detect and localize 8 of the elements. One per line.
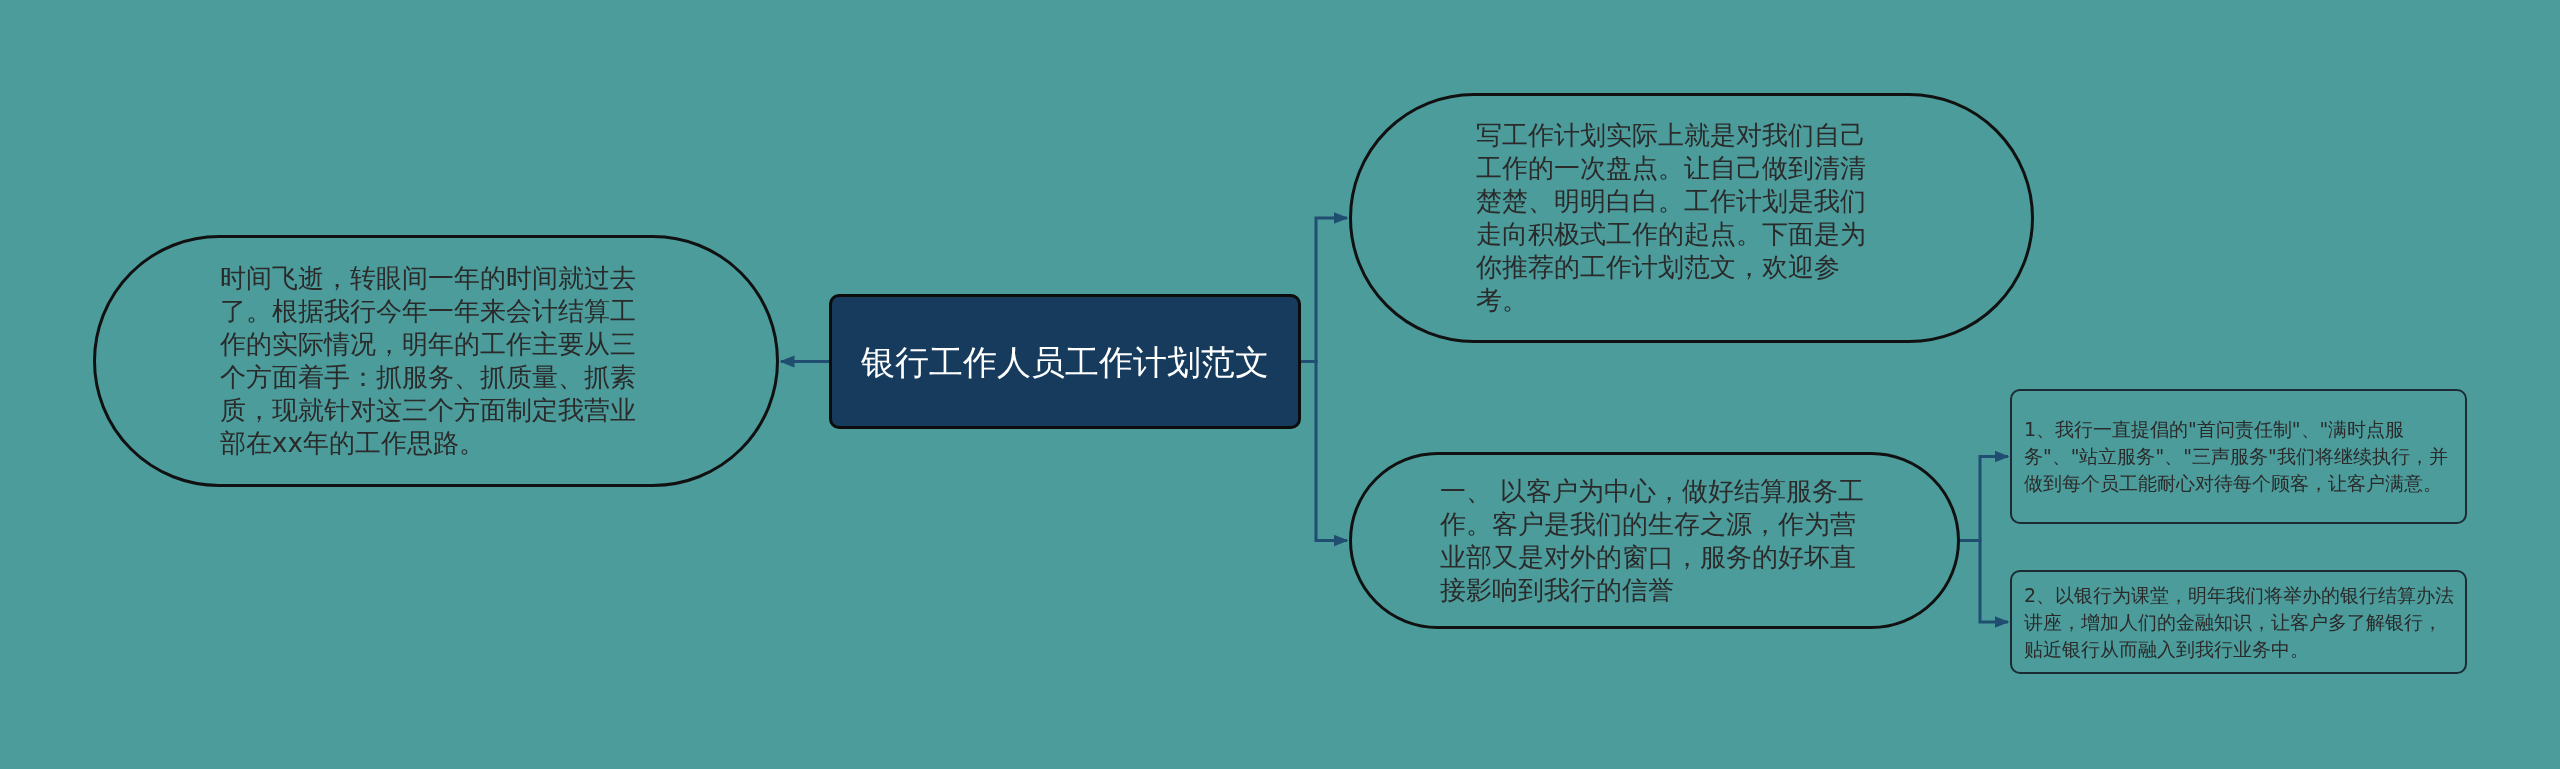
text-box: 1、我行一直提倡的"首问责任制"、"满时点服务"、"站立服务"、"三声服务"我们将继续执行，并做到每个员工能耐心对待每个顾客，让客户满意。 — [2010, 389, 2467, 524]
arrow — [1301, 360, 1349, 547]
rounded-box: 时间飞逝，转眼间一年的时间就过去了。根据我行今年一年来会计结算工作的实际情况，明年的工作主要从三个方面着手：抓服务、抓质量、抓素质，现就针对这三个方面制定我营业部在xx年的工作思路。 — [93, 235, 779, 487]
rounded-box: 写工作计划实际上就是对我们自己工作的一次盘点。让自己做到清清楚楚、明明白白。工作计划是我们走向积极式工作的起点。下面是为你推荐的工作计划范文，欢迎参考。 — [1349, 93, 2034, 343]
arrow — [779, 355, 829, 368]
title-box: 银行工作人员工作计划范文 — [829, 294, 1301, 429]
rounded-box: 一、 以客户为中心，做好结算服务工作。客户是我们的生存之源，作为营业部又是对外的窗口，服务的好坏直接影响到我行的信誉 — [1349, 452, 1960, 629]
text-box: 2、以银行为课堂，明年我们将举办的银行结算办法讲座，增加人们的金融知识，让客户多了解银行，贴近银行从而融入到我行业务中。 — [2010, 570, 2467, 674]
